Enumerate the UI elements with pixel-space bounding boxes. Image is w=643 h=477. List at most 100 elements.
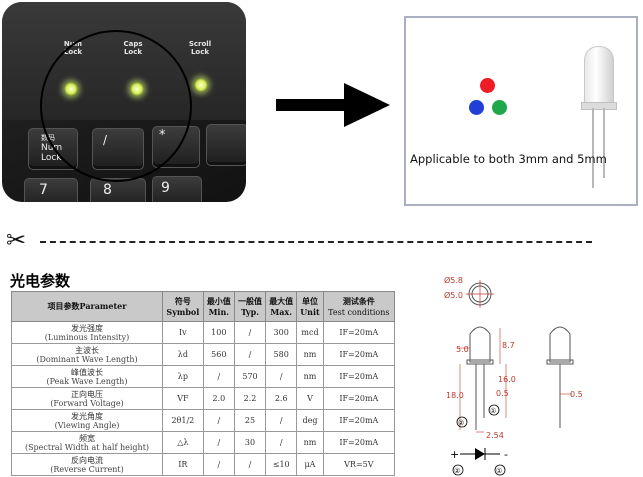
cell-min: 560 (202, 343, 235, 366)
cell-cond: IF=20mA (322, 365, 396, 388)
key-9: 9 (152, 176, 202, 202)
cell-min: 2.0 (202, 387, 235, 410)
arrow-shaft (276, 99, 346, 111)
dim-lead-long: 18.0 (446, 391, 464, 400)
section-title: 光电参数 (10, 272, 71, 290)
param-cn: 反向电流 (71, 455, 103, 465)
cell-cond: VR=5V (322, 453, 396, 476)
cut-line (40, 241, 592, 243)
cell-typ: 25 (233, 409, 267, 432)
param-cn: 主波长 (75, 345, 99, 355)
led-lead-long (592, 108, 594, 188)
key-7-label: 7 (39, 182, 48, 198)
cell-symbol: Iv (162, 321, 204, 344)
param-en: (Luminous Intensity) (44, 332, 130, 342)
diode-pin-1: ① (496, 467, 502, 475)
arrow-right-icon (344, 83, 390, 127)
table-row: 频宽(Spectral Width at half height)△λ/30/n… (11, 431, 396, 454)
param-cn: 发光强度 (71, 323, 103, 333)
dimension-drawing: Ø5.8 Ø5.0 5.0 8.7 18.0 16.0 0.5 2.54 ② ①… (444, 275, 583, 476)
cell-symbol: IR (162, 453, 204, 476)
dim-height: 8.7 (502, 341, 515, 350)
scroll-lock-label: Scroll Lock (188, 40, 212, 56)
key-7: 7 (24, 178, 78, 202)
dim-top-inner: Ø5.0 (444, 290, 463, 300)
led-bulb (584, 46, 614, 108)
param-cn: 发光角度 (71, 411, 103, 421)
key-8: 8 (90, 178, 146, 202)
param-cn: 峰值波长 (71, 367, 103, 377)
cell-typ: / (233, 343, 267, 366)
front-view: 5.0 8.7 18.0 16.0 0.5 2.54 ② ① (446, 326, 516, 440)
cell-symbol: λd (162, 343, 204, 366)
cell-symbol: △λ (162, 431, 204, 454)
cell-symbol: 2θ1/2 (162, 409, 204, 432)
param-en: (Forward Voltage) (50, 398, 124, 408)
cell-param: 发光强度(Luminous Intensity) (11, 321, 163, 344)
param-cn: 正向电压 (71, 389, 103, 399)
param-en: (Peak Wave Length) (46, 376, 128, 386)
keyboard-photo: Num Lock Caps Lock Scroll Lock 数码 Num Lo… (2, 2, 246, 202)
param-en: (Dominant Wave Length) (36, 354, 138, 364)
key-num-lock-label: Num Lock (41, 143, 63, 163)
cell-min: / (202, 409, 235, 432)
cell-typ: 2.2 (233, 387, 267, 410)
highlight-circle (40, 30, 192, 182)
cell-typ: / (233, 321, 267, 344)
cell-max: 300 (265, 321, 298, 344)
card-caption: Applicable to both 3mm and 5mm (410, 152, 607, 166)
cell-param: 主波长(Dominant Wave Length) (11, 343, 163, 366)
cell-cond: IF=20mA (322, 431, 396, 454)
blue-dot (469, 100, 484, 115)
key-blank (206, 124, 246, 166)
cell-min: / (202, 365, 235, 388)
plus-sign: + (450, 448, 459, 461)
top-view: Ø5.8 Ø5.0 (444, 275, 494, 308)
cell-max: / (265, 431, 298, 454)
cell-cond: IF=20mA (322, 321, 396, 344)
dim-body-width: 5.0 (456, 345, 469, 354)
cell-typ: 30 (233, 431, 267, 454)
pin-1-label: ① (490, 407, 496, 415)
cell-max: / (265, 365, 298, 388)
cell-typ: 570 (233, 365, 267, 388)
cell-symbol: VF (162, 387, 204, 410)
diode-symbol: + - ② ① (450, 448, 508, 476)
cell-unit: V (296, 387, 324, 410)
scissors-icon: ✂ (6, 226, 27, 254)
cell-min: / (202, 431, 235, 454)
header-parameter: 项目参数Parameter (11, 291, 163, 322)
cell-cond: IF=20mA (322, 387, 396, 410)
pin-2-label: ② (458, 419, 464, 427)
red-dot (480, 78, 495, 93)
led-product-card: Applicable to both 3mm and 5mm (404, 16, 638, 206)
led-rim (581, 102, 617, 110)
cell-max: 580 (265, 343, 298, 366)
cell-param: 反向电流(Reverse Current) (11, 453, 163, 476)
cell-typ: / (233, 453, 267, 476)
cell-min: / (202, 453, 235, 476)
cell-unit: deg (296, 409, 324, 432)
led-lead-short (603, 108, 605, 178)
cell-min: 100 (202, 321, 235, 344)
param-cn: 频宽 (79, 433, 95, 443)
cell-param: 发光角度(Viewing Angle) (11, 409, 163, 432)
cell-unit: nm (296, 365, 324, 388)
cell-symbol: λp (162, 365, 204, 388)
cell-max: ≤10 (265, 453, 298, 476)
diode-pin-2: ② (454, 467, 460, 475)
cell-unit: nm (296, 343, 324, 366)
dim-lead-thick: 0.5 (496, 389, 509, 398)
